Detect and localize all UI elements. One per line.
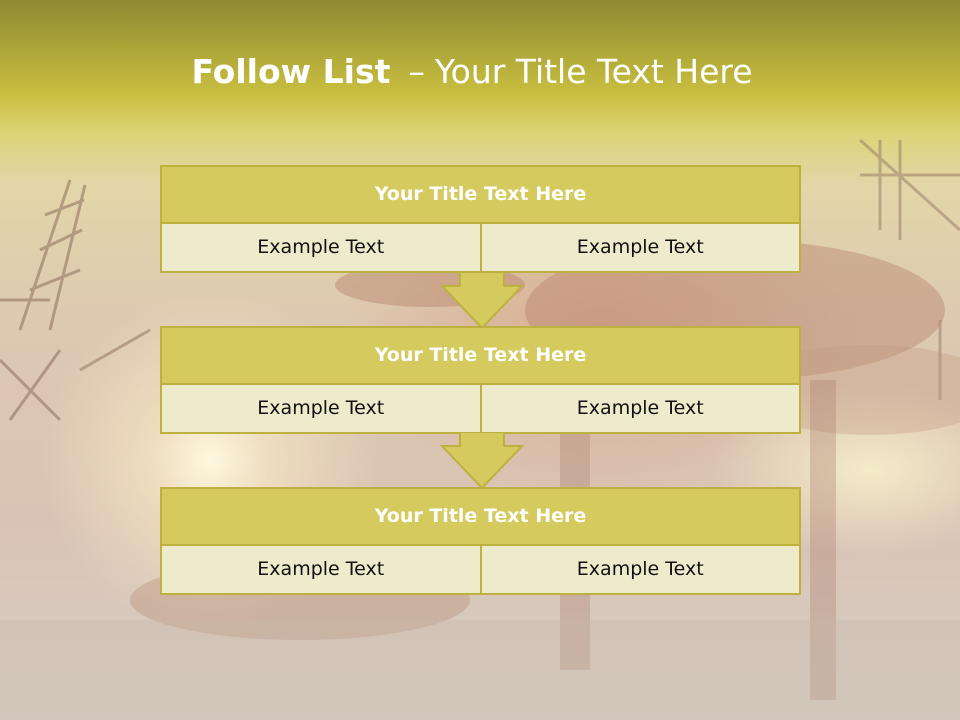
block-row: Example Text Example Text: [162, 224, 799, 271]
light-truss-left: [0, 179, 87, 422]
block-cell-right: Example Text: [479, 546, 800, 593]
down-arrow-icon: [440, 432, 524, 490]
light-truss-right: [858, 138, 960, 400]
down-arrow-icon: [440, 272, 524, 330]
title-bold: Follow List: [191, 52, 391, 91]
block-cell-left: Example Text: [257, 236, 385, 258]
title-rest: Your Title Text Here: [434, 52, 753, 91]
block-row: Example Text Example Text: [162, 546, 799, 593]
list-block-2: Your Title Text Here Example Text Exampl…: [160, 326, 801, 434]
block-cell-left: Example Text: [257, 558, 385, 580]
block-title: Your Title Text Here: [162, 167, 799, 224]
block-row: Example Text Example Text: [162, 385, 799, 432]
list-block-3: Your Title Text Here Example Text Exampl…: [160, 487, 801, 595]
block-title: Your Title Text Here: [162, 328, 799, 385]
block-title: Your Title Text Here: [162, 489, 799, 546]
list-block-1: Your Title Text Here Example Text Exampl…: [160, 165, 801, 273]
block-cell-right: Example Text: [479, 385, 800, 432]
block-cell-right: Example Text: [479, 224, 800, 271]
slide-title: Follow List–Your Title Text Here: [0, 52, 944, 91]
title-separator: –: [408, 52, 425, 91]
block-cell-left: Example Text: [257, 397, 385, 419]
